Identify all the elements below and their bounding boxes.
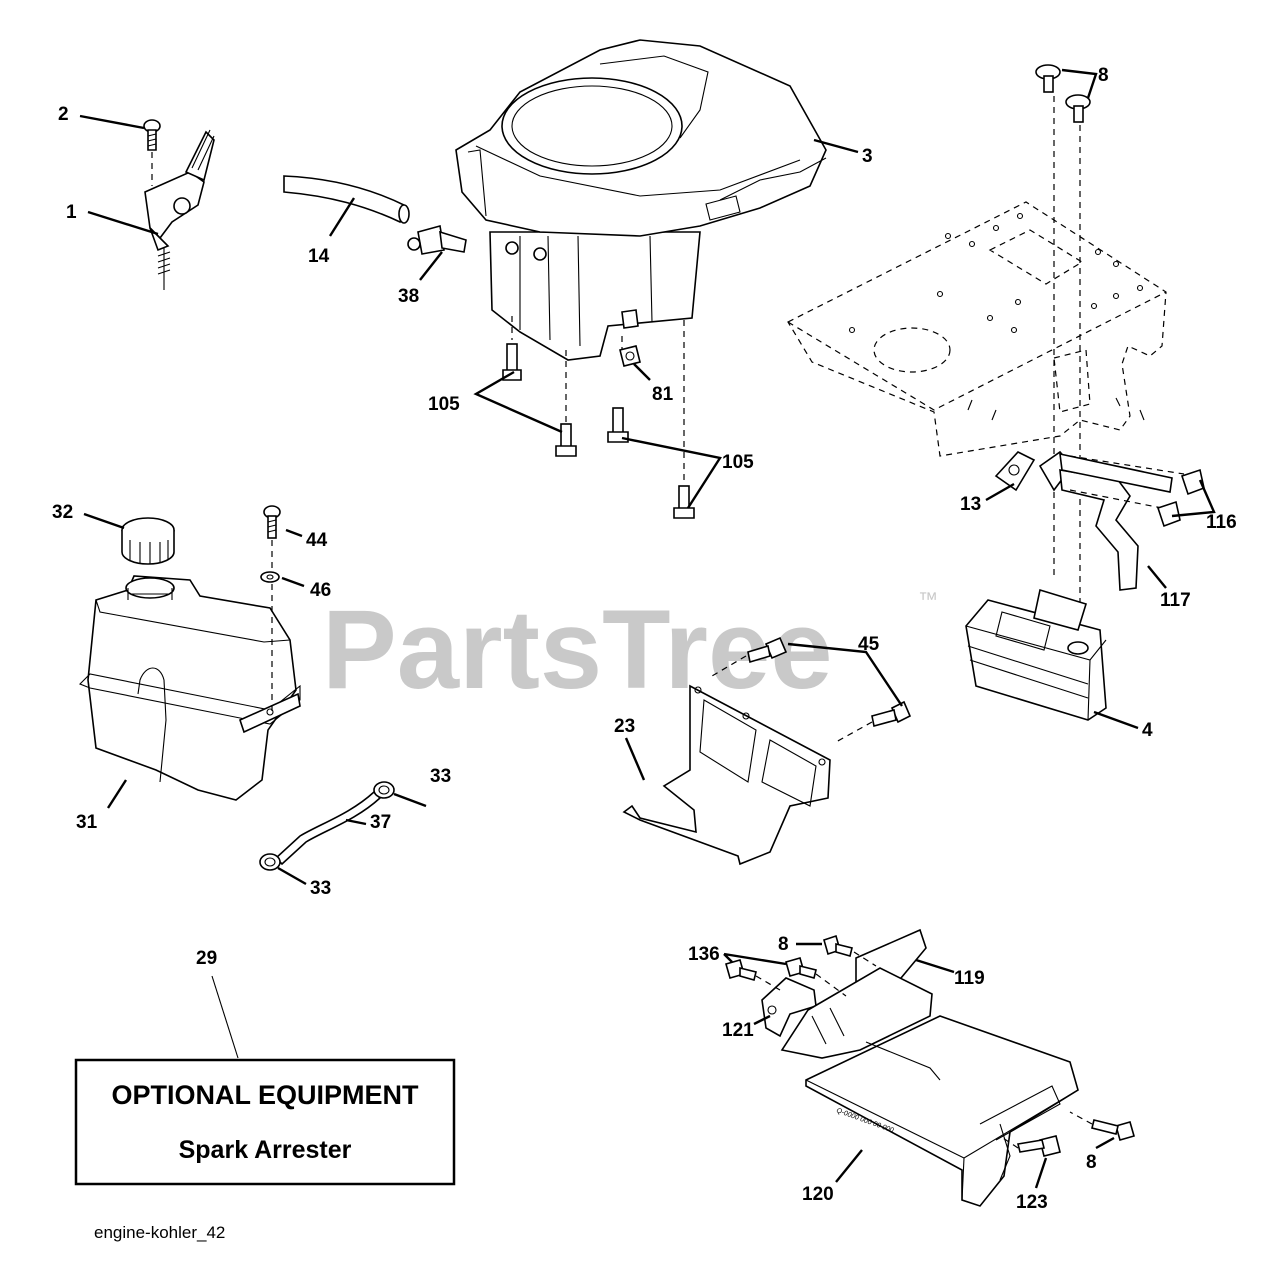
knob-8-a-part (1035, 64, 1061, 93)
leader-8-a (1061, 68, 1098, 99)
callout-3: 3 (862, 146, 873, 167)
callout-121: 121 (722, 1020, 754, 1041)
callout-33-a: 33 (430, 766, 451, 787)
leader-81 (633, 363, 651, 381)
leader-123 (1034, 1157, 1048, 1189)
fitting-part (407, 224, 467, 255)
callout-119: 119 (954, 968, 985, 989)
screw-2-part (143, 119, 161, 151)
leader-121 (753, 1014, 771, 1026)
callout-116: 116 (1206, 512, 1237, 533)
heat-shield-part (622, 684, 831, 866)
leader-23 (624, 737, 646, 781)
throttle-control-part (144, 129, 215, 290)
leader-2 (79, 114, 145, 130)
callout-8-c: 8 (1086, 1152, 1097, 1173)
diagram-caption: engine-kohler_42 (94, 1223, 225, 1242)
fuel-hose-part (283, 175, 410, 224)
callout-136: 136 (688, 944, 720, 965)
knob-8-b-part (1065, 94, 1091, 123)
callout-23: 23 (614, 716, 635, 737)
screw-45-b-part (871, 700, 912, 727)
bolt-8-b-part (823, 934, 853, 957)
bolt-123-part (1017, 1135, 1061, 1157)
callout-123: 123 (1016, 1192, 1048, 1213)
fuel-line-part (274, 790, 382, 866)
callout-46: 46 (310, 580, 331, 601)
callout-4: 4 (1142, 720, 1153, 741)
leader-14 (328, 197, 356, 237)
fuel-cap-part (121, 517, 175, 565)
callout-2: 2 (58, 104, 69, 125)
callout-105-a: 105 (428, 394, 460, 415)
callout-33-b: 33 (310, 878, 331, 899)
leader-3 (813, 138, 859, 154)
leader-46 (281, 576, 305, 588)
callout-117: 117 (1160, 590, 1191, 611)
leader-44 (285, 528, 303, 538)
callout-38: 38 (398, 286, 419, 307)
optional-equipment-title: OPTIONAL EQUIPMENT (111, 1080, 419, 1110)
clamp-33-b-part (259, 853, 281, 871)
leader-117 (1147, 565, 1167, 589)
leader-38 (419, 251, 443, 281)
leader-13 (985, 482, 1015, 502)
leader-105-b (621, 436, 722, 509)
leader-119 (915, 958, 955, 974)
bolt-105-b-part (555, 423, 577, 457)
optional-equipment-subtitle: Spark Arrester (179, 1136, 352, 1164)
callout-44: 44 (306, 530, 328, 551)
leader-31 (106, 779, 128, 809)
callout-32: 32 (52, 502, 73, 523)
leader-136 (723, 952, 787, 966)
leader-33-b (277, 866, 307, 886)
callout-13: 13 (960, 494, 981, 515)
leader-33-a (393, 792, 427, 808)
bolt-136-b-part (785, 957, 817, 979)
callout-14: 14 (308, 246, 330, 267)
leader-37 (345, 818, 367, 826)
frame-plate-part (787, 201, 1167, 457)
exhaust-pipe-117-part (1059, 452, 1173, 591)
bolt-105-d-part (673, 485, 695, 519)
leader-1 (87, 210, 159, 236)
callout-31: 31 (76, 812, 98, 833)
bolt-8-c-part (1091, 1119, 1135, 1141)
fuel-tank-part (79, 575, 301, 801)
watermark: PartsTree (322, 587, 833, 712)
nut-116-b-part (1156, 500, 1181, 528)
callout-8-a: 8 (1098, 65, 1109, 86)
clamp-33-a-part (373, 781, 395, 799)
leader-116 (1171, 479, 1216, 518)
optional-equipment-box (74, 1058, 456, 1186)
washer-46-part (260, 571, 280, 583)
callout-8-b: 8 (778, 934, 789, 955)
leader-45 (787, 642, 903, 707)
callout-120: 120 (802, 1184, 834, 1205)
leader-8-c (1095, 1136, 1115, 1150)
engine-part (455, 39, 827, 361)
callout-105-b: 105 (722, 452, 754, 473)
leader-4 (1093, 710, 1139, 730)
leader-32 (83, 512, 125, 530)
bolt-105-c-part (607, 407, 629, 443)
callout-45: 45 (858, 634, 880, 655)
watermark-trademark: ™ (918, 589, 938, 611)
bolt-136-a-part (725, 959, 757, 981)
callout-1: 1 (66, 202, 77, 223)
leader-105-a (473, 370, 563, 434)
leader-120 (835, 1149, 863, 1183)
callout-37: 37 (370, 812, 391, 833)
muffler-part (965, 588, 1107, 721)
screw-45-a-part (747, 636, 788, 664)
leader-29 (211, 975, 239, 1059)
callout-29: 29 (196, 948, 217, 969)
bolt-105-a-part (502, 343, 522, 381)
callout-81: 81 (652, 384, 674, 405)
nut-81-part (619, 345, 641, 367)
screw-44-part (263, 505, 281, 539)
